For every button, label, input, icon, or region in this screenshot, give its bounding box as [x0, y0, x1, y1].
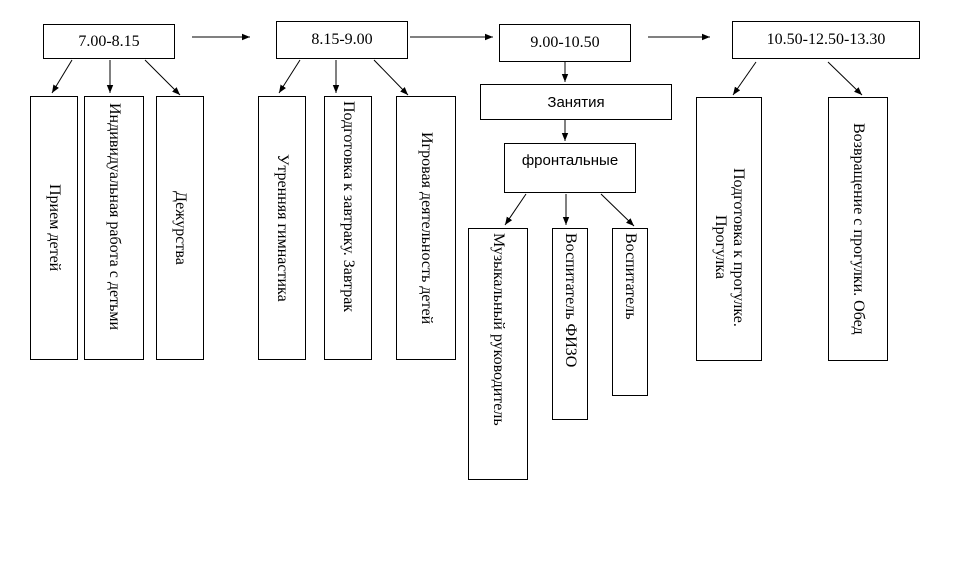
time-box-1: 7.00-8.15	[43, 24, 175, 59]
time-label: 10.50-12.50-13.30	[766, 31, 886, 48]
arrow-t1-duty	[144, 59, 181, 96]
leader-box-teacher: Воспитатель	[612, 228, 648, 396]
leader-label: Музыкальный руководитель	[490, 233, 507, 426]
activity-box-individual: Индивидуальная работа с детьми	[84, 96, 144, 360]
leader-box-music: Музыкальный руководитель	[468, 228, 528, 480]
arrow-t4-return	[827, 61, 863, 96]
activity-box-return: Возвращение с прогулки. Обед	[828, 97, 888, 361]
activity-box-breakfast: Подготовка к завтраку. Завтрак	[324, 96, 372, 360]
arrow-t2-play	[373, 59, 409, 96]
activity-label: Утренняя гимнастика	[274, 154, 291, 302]
classes-label: Занятия	[547, 93, 605, 111]
arrow-t1-reception	[51, 59, 73, 94]
activity-label: Возвращение с прогулки. Обед	[850, 123, 867, 335]
activity-box-play: Игровая деятельность детей	[396, 96, 456, 360]
activity-box-duty: Дежурства	[156, 96, 204, 360]
classes-box: Занятия	[480, 84, 672, 120]
time-box-3: 9.00-10.50	[499, 24, 631, 62]
activity-label: Прием детей	[46, 184, 63, 272]
arrow-frontal-teacher	[600, 193, 635, 227]
activity-label: Дежурства	[172, 191, 189, 265]
time-box-4: 10.50-12.50-13.30	[732, 21, 920, 59]
leader-label: Воспитатель	[622, 233, 639, 320]
leader-box-physed: Воспитатель ФИЗО	[552, 228, 588, 420]
time-label: 9.00-10.50	[530, 34, 600, 51]
activity-box-reception: Прием детей	[30, 96, 78, 360]
frontal-label: фронтальные	[521, 152, 619, 169]
arrow-frontal-music	[504, 193, 527, 226]
time-label: 8.15-9.00	[311, 31, 373, 48]
leader-label: Воспитатель ФИЗО	[562, 233, 579, 368]
activity-box-gymnastics: Утренняя гимнастика	[258, 96, 306, 360]
activity-label: Игровая деятельность детей	[418, 131, 435, 325]
frontal-box: фронтальные	[504, 143, 636, 193]
time-box-2: 8.15-9.00	[276, 21, 408, 59]
arrow-t2-gymnastics	[278, 59, 301, 94]
arrow-t4-walk-prep	[732, 61, 757, 96]
activity-label: Подготовка к прогулке. Прогулка	[712, 167, 747, 327]
time-label: 7.00-8.15	[78, 32, 140, 50]
activity-label: Подготовка к завтраку. Завтрак	[340, 101, 357, 313]
activity-box-walk-prep: Подготовка к прогулке. Прогулка	[696, 97, 762, 361]
activity-label: Индивидуальная работа с детьми	[106, 103, 123, 331]
